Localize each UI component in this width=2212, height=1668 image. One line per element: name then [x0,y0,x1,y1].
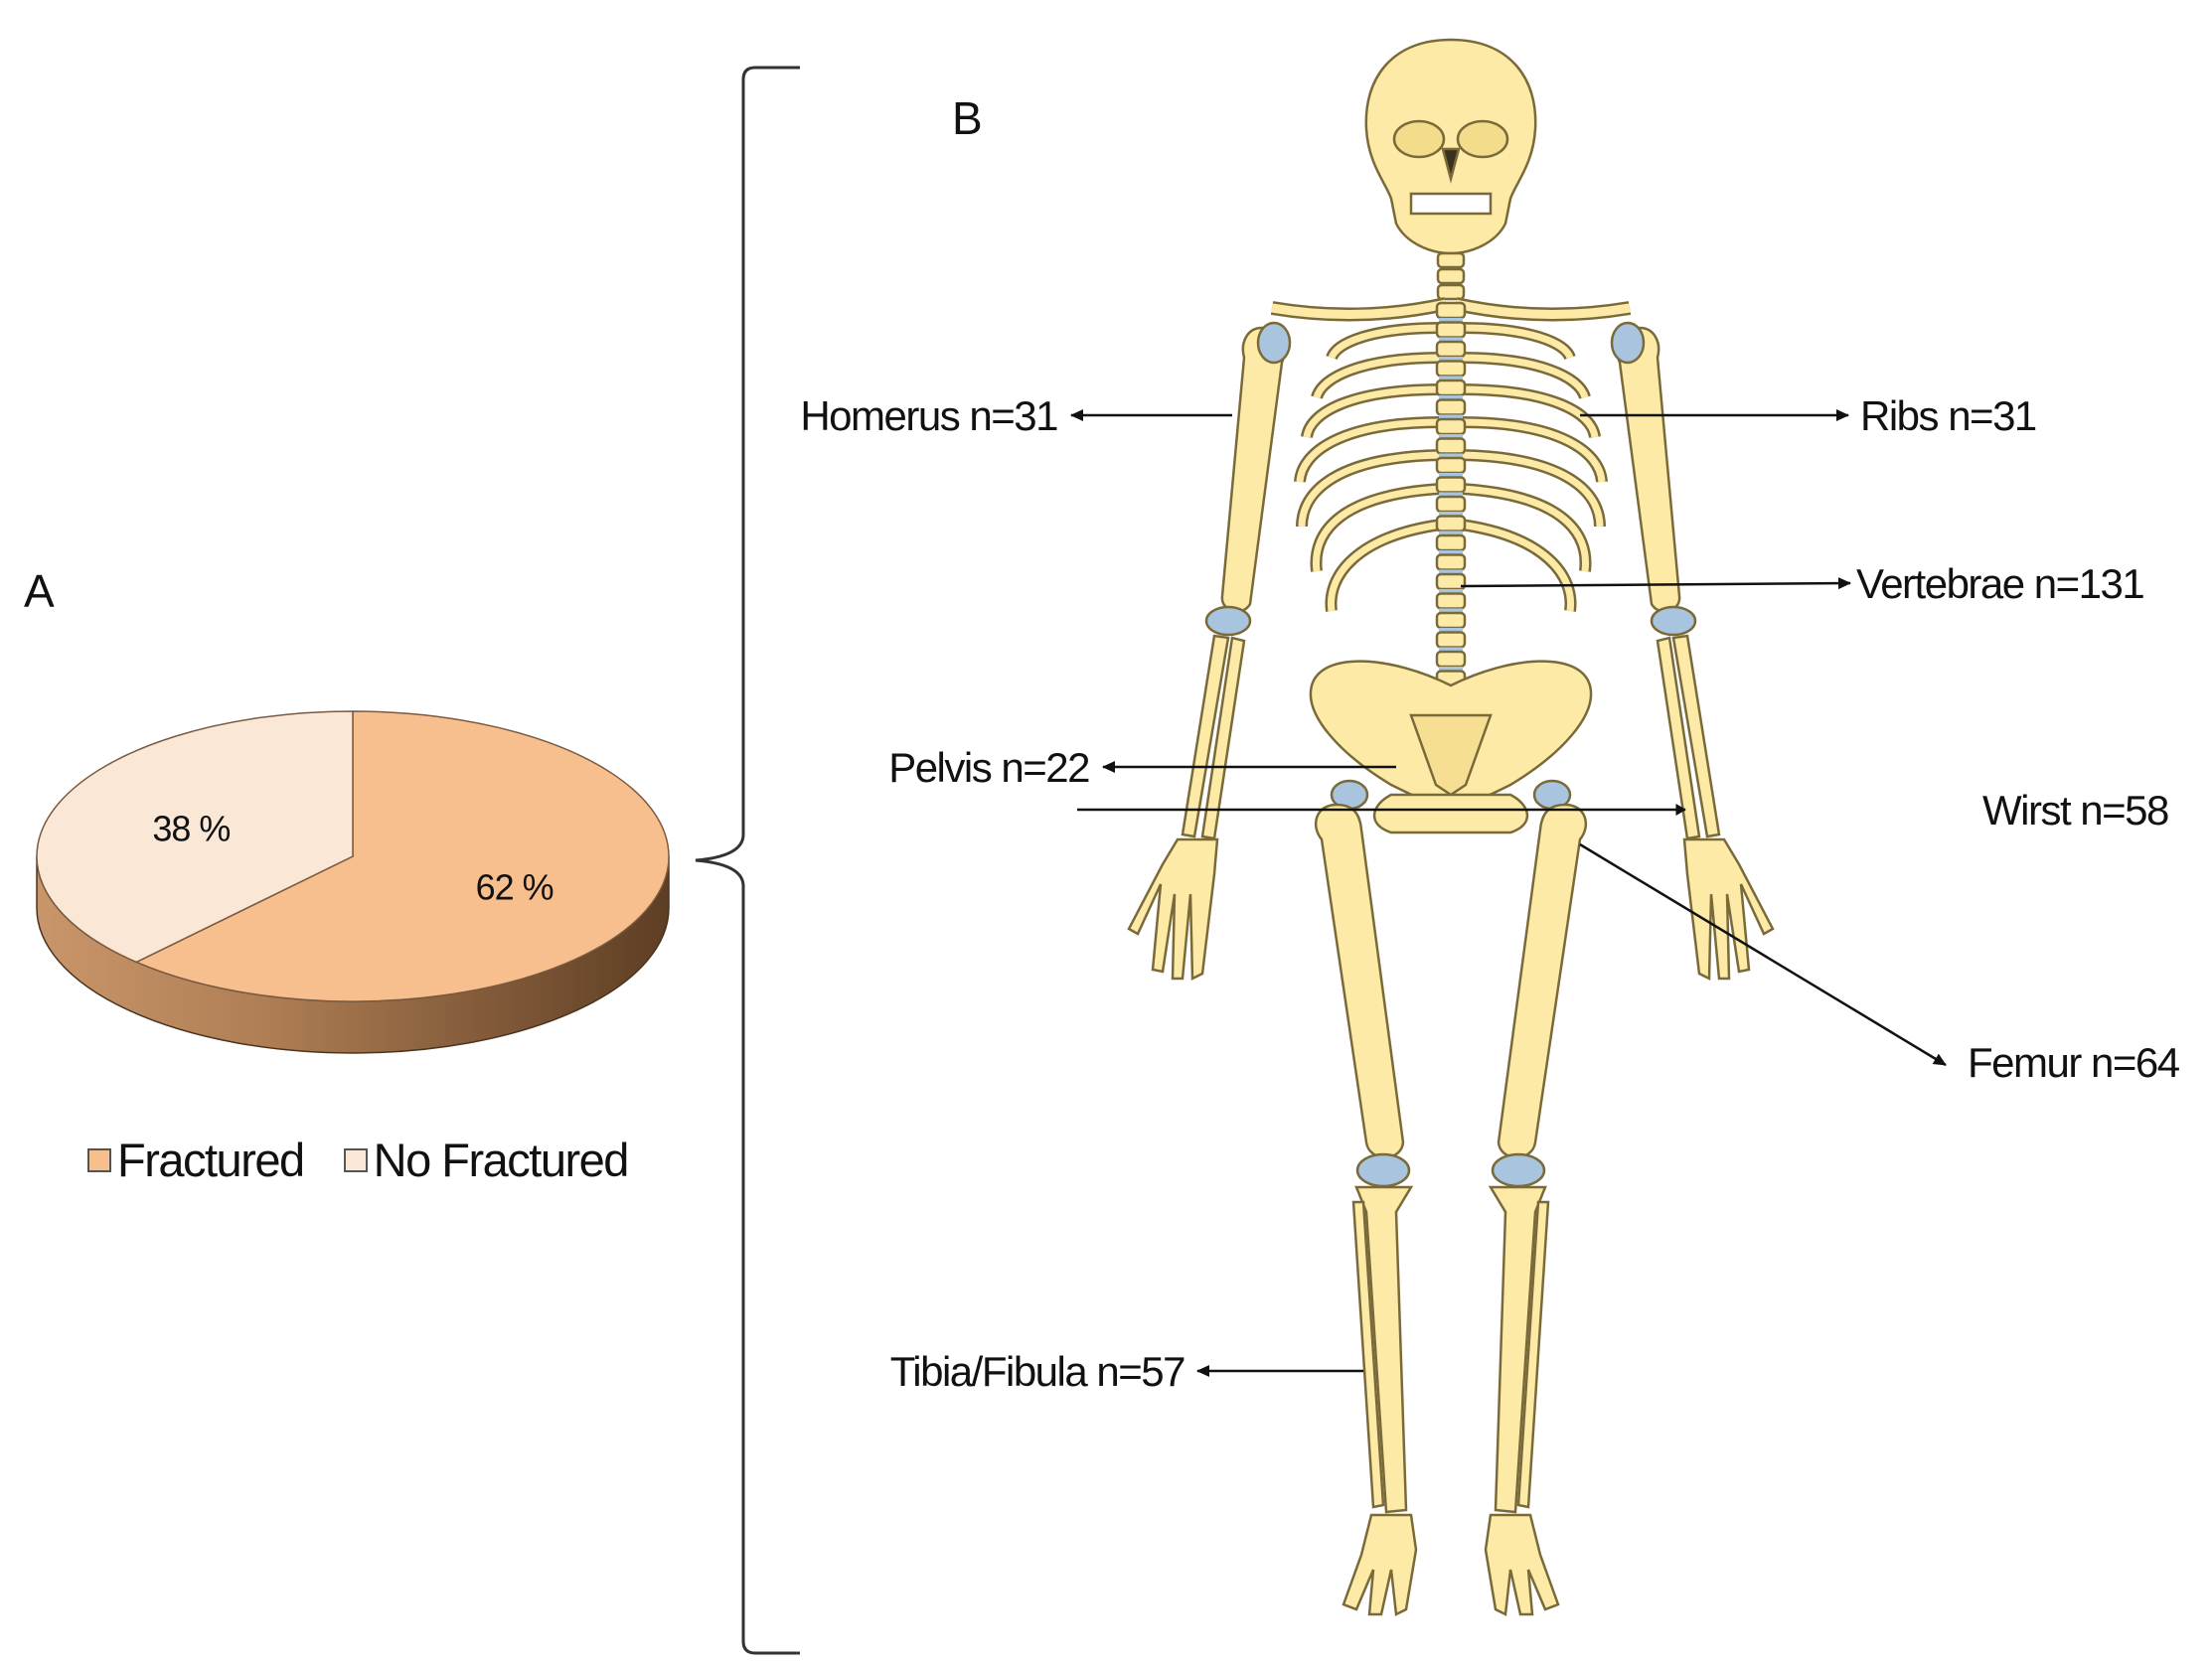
left-fibula [1351,1200,1385,1509]
legend-label-no-fractured: No Fractured [373,1134,630,1186]
vertebra [1435,417,1467,436]
legend-item-fractured: Fractured [87,1133,305,1187]
right-hand [1682,837,1775,981]
pie-slice-fractured [134,710,670,1002]
vertebra [1435,379,1467,397]
vertebra [1435,611,1467,630]
homerus-label: Homerus n=31 [800,392,1057,439]
wirst-label: Wirst n=58 [1982,787,2168,834]
right-foot [1484,1513,1560,1616]
left-tibia [1354,1185,1414,1514]
intervertebral-disc [1439,318,1463,323]
left-foot [1342,1513,1418,1616]
pie-slice-no-fractured [36,710,354,964]
vertebra [1435,572,1467,591]
intervertebral-disc [1439,434,1463,439]
vertebra [1435,340,1467,359]
vertebra [1435,631,1467,649]
vertebra [1435,553,1467,571]
intervertebral-disc [1439,337,1463,342]
left-shoulder-cartilage [1256,321,1292,365]
annotation-arrows [1070,409,1947,1377]
right-tibia [1488,1185,1547,1514]
left-hand [1127,837,1219,981]
right-shoulder-cartilage [1610,321,1646,365]
intervertebral-disc [1439,667,1463,672]
intervertebral-disc [1439,473,1463,478]
legend-swatch-no-fractured [343,1147,368,1172]
left-elbow-cartilage [1204,605,1252,637]
pie-data-label-fractured: 62 % [476,867,553,908]
femur-label: Femur n=64 [1968,1039,2180,1086]
fracture-site-labels: Homerus n=31 Ribs n=31 Vertebrae n=131 P… [800,392,2181,1395]
right-fibula [1516,1200,1550,1509]
intervertebral-disc [1439,414,1463,419]
tibia-fibula-label: Tibia/Fibula n=57 [890,1348,1185,1395]
left-knee-cartilage [1355,1152,1411,1188]
vertebra [1435,650,1467,669]
intervertebral-disc [1439,531,1463,535]
right-elbow-cartilage [1650,605,1697,637]
panel-label-b: B [952,92,983,144]
rib-cage-fill [1296,324,1606,612]
intervertebral-disc [1439,550,1463,555]
right-knee-cartilage [1491,1152,1546,1188]
right-humerus [1615,326,1681,613]
vertebra [1435,515,1467,532]
panel-label-a: A [24,565,55,617]
intervertebral-disc [1439,492,1463,497]
femur-arrow [1579,842,1947,1067]
vertebra [1435,437,1467,455]
vertebra [1435,533,1467,552]
intervertebral-disc [1439,357,1463,362]
intervertebral-disc [1439,647,1463,652]
vertebrae-label: Vertebrae n=131 [1856,560,2143,607]
right-femur [1497,803,1588,1159]
cervical-spine [1436,251,1466,301]
legend-swatch-fractured [87,1147,111,1172]
left-humerus [1220,326,1287,613]
intervertebral-disc [1439,453,1463,458]
vertebra [1435,476,1467,494]
right-radius [1671,634,1721,838]
vertebra [1435,301,1467,320]
pie-data-label-no-fractured: 38 % [152,808,230,848]
vertebra [1435,495,1467,514]
intervertebral-disc [1439,376,1463,380]
pubis [1372,793,1529,834]
skeleton-illustration [1127,38,1775,1616]
nose-cavity [1441,147,1461,184]
legend-item-no-fractured: No Fractured [343,1133,630,1187]
intervertebral-disc [1439,608,1463,613]
intervertebral-disc [1439,589,1463,594]
vertebra [1435,592,1467,610]
grouping-brace [695,66,800,1655]
vertebra [1435,321,1467,339]
left-eye-socket [1392,119,1446,159]
pie-legend: Fractured No Fractured [87,1133,630,1187]
pie-chart: 62 % 38 % [36,710,670,1054]
left-radius [1181,634,1230,838]
sacrum [1409,713,1493,797]
intervertebral-disc [1439,395,1463,400]
clavicles-fill [1271,299,1631,319]
vertebra [1435,456,1467,475]
right-eye-socket [1456,119,1509,159]
intervertebral-disc [1439,569,1463,574]
skull [1364,38,1537,255]
legend-label-fractured: Fractured [117,1134,305,1186]
intervertebral-disc [1439,512,1463,517]
left-femur [1314,803,1405,1159]
ribs-label: Ribs n=31 [1860,392,2036,439]
pelvis-label: Pelvis n=22 [888,744,1089,791]
vertebra [1435,360,1467,378]
teeth [1409,192,1493,216]
intervertebral-disc [1439,628,1463,633]
vertebrae-arrow [1460,577,1851,590]
vertebra [1435,398,1467,416]
vertebral-column [1435,301,1467,690]
